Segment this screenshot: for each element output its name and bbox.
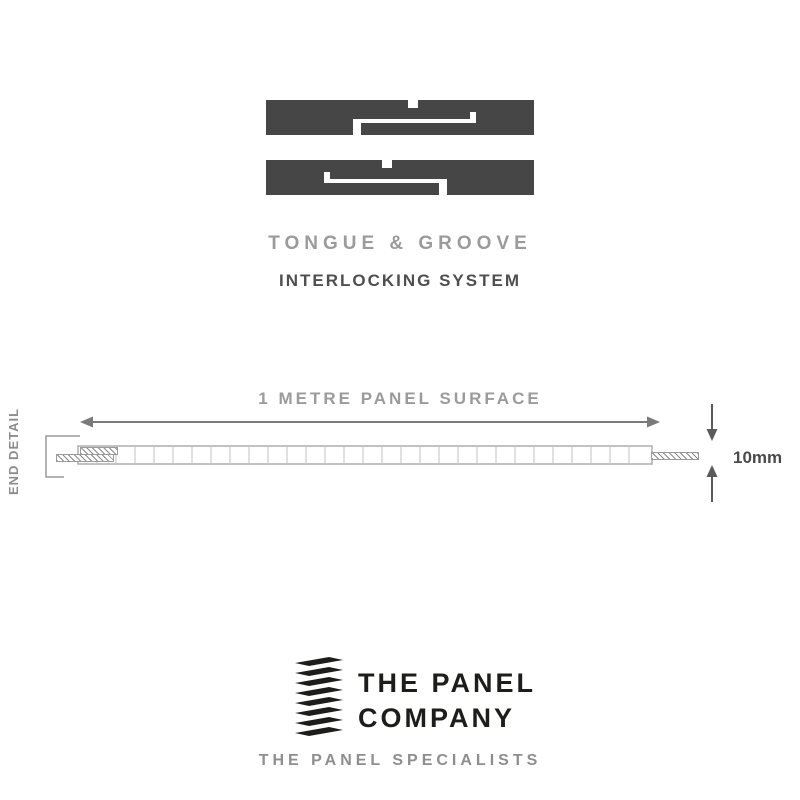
width-dimension-arrow <box>80 416 660 428</box>
logo-tagline: THE PANEL SPECIALISTS <box>258 752 542 769</box>
panel-body <box>77 445 653 465</box>
thickness-dimension-arrows <box>706 404 718 502</box>
arrow-right-head <box>647 416 660 428</box>
interlock-row-top <box>266 100 534 135</box>
stacked-panels-logo-icon <box>295 657 343 736</box>
arrow-down-head <box>706 429 718 441</box>
logo-wordmark: THE PANEL COMPANY <box>358 666 536 736</box>
end-detail-label: END DETAIL <box>6 407 21 495</box>
logo-name-line2: COMPANY <box>358 703 516 733</box>
tongue-groove-interlock-diagram <box>266 100 534 195</box>
interlock-row-bottom <box>266 160 534 195</box>
arrow-up-head <box>706 465 718 477</box>
thickness-label: 10mm <box>733 448 783 467</box>
diagram-subtitle: INTERLOCKING SYSTEM <box>278 271 521 290</box>
diagram-title: TONGUE & GROOVE <box>268 233 532 254</box>
right-tongue-hatch <box>651 452 699 460</box>
logo-name-line1: THE PANEL <box>358 668 537 698</box>
left-tongue-hatch <box>56 454 114 462</box>
panel-cross-section-diagram <box>45 404 718 502</box>
end-detail-bracket <box>45 435 80 478</box>
panel-surface-label: 1 METRE PANEL SURFACE <box>258 389 542 408</box>
arrow-left-head <box>80 416 93 428</box>
panel-piece-groove-right <box>361 100 534 135</box>
panel-piece-groove-left <box>266 160 439 195</box>
